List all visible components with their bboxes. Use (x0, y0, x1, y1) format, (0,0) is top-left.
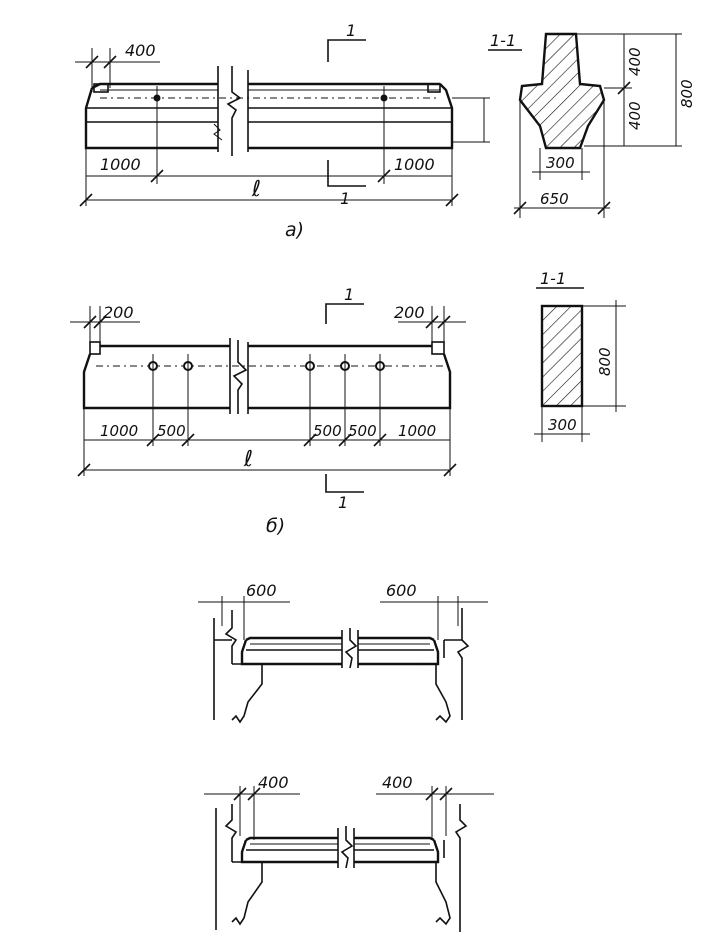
section-a-dim-400-upper: 400 (626, 47, 644, 76)
section-b-dim-300: 300 (548, 416, 577, 434)
section-a-dim-400-lower: 400 (626, 101, 644, 130)
section-a-cross-section: 1-1 400 400 800 300 650 (488, 31, 696, 218)
view-b-dim-1000-right: 1000 (398, 422, 436, 440)
section-b-dim-800: 800 (596, 347, 614, 376)
view-a-beam-elevation: 400 1000 10 (75, 21, 490, 241)
view-c-dim-600-left: 600 (246, 581, 277, 600)
section-b-label: 1-1 (540, 269, 566, 288)
view-a-cut-bottom: 1 (340, 189, 350, 208)
view-a-dim-400: 400 (125, 41, 156, 60)
view-c-support-detail: 600 600 (198, 581, 488, 724)
view-b-dim-500-3: 500 (348, 422, 377, 440)
section-a-dim-300: 300 (546, 154, 575, 172)
view-b-span-l: ℓ (243, 447, 253, 472)
view-c-dim-600-right: 600 (386, 581, 417, 600)
section-b-cross-section: 1-1 800 300 (534, 269, 626, 442)
view-a-cut-top: 1 (346, 21, 356, 40)
view-b-cut-top: 1 (344, 285, 354, 304)
view-a-span-l: ℓ (251, 177, 261, 202)
view-b-dim-1000-left: 1000 (100, 422, 138, 440)
view-d-dim-400-right: 400 (382, 773, 413, 792)
section-a-dim-650: 650 (540, 190, 569, 208)
view-a-dim-1000-right: 1000 (394, 155, 435, 174)
view-b-label: б) (266, 515, 285, 537)
view-b-beam-elevation: 200 200 (70, 285, 466, 537)
view-b-cut-bottom: 1 (338, 493, 348, 512)
view-b-dim-200-right: 200 (394, 303, 425, 322)
view-b-dim-500-1: 500 (157, 422, 186, 440)
view-b-dim-200-left: 200 (103, 303, 134, 322)
view-d-support-detail: 400 400 (204, 773, 494, 932)
view-b-dim-500-2: 500 (313, 422, 342, 440)
section-a-label: 1-1 (490, 31, 516, 50)
view-a-label: а) (285, 219, 304, 241)
view-d-dim-400-left: 400 (258, 773, 289, 792)
view-a-dim-1000-left: 1000 (100, 155, 141, 174)
section-a-dim-800: 800 (678, 79, 696, 108)
